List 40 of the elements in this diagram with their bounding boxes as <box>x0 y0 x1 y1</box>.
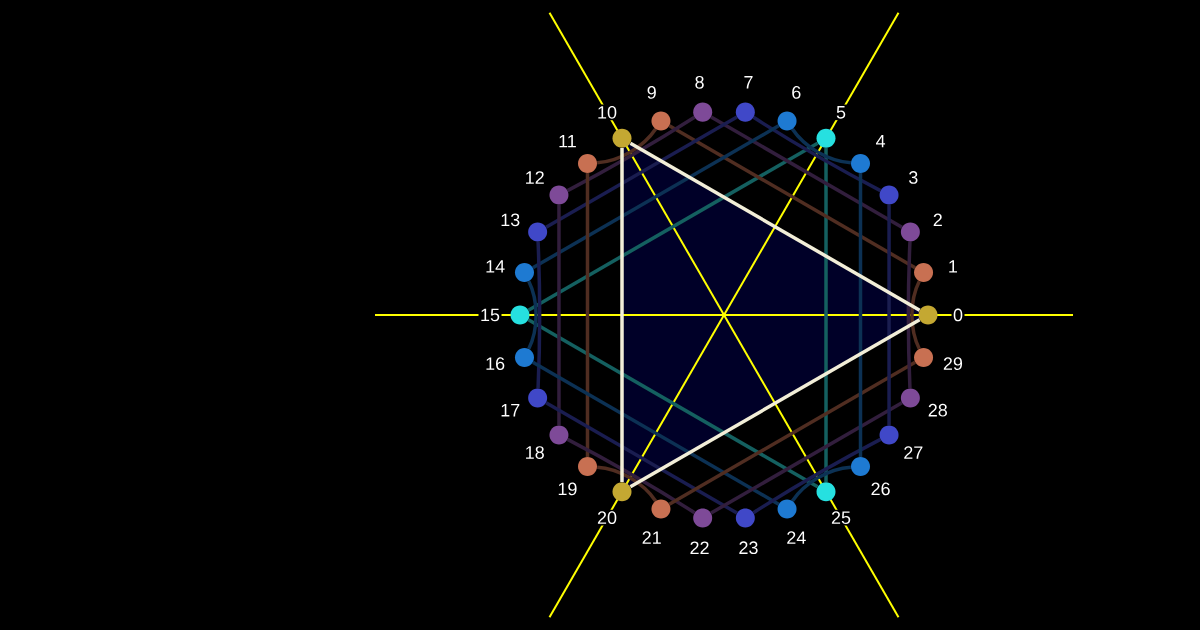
chord-line <box>566 115 696 193</box>
number-label: 26 <box>869 481 893 497</box>
chord-line <box>545 401 738 515</box>
chord-line <box>910 280 921 350</box>
chord-line <box>527 280 538 350</box>
number-label: 28 <box>926 402 950 419</box>
chord-line <box>752 437 882 515</box>
number-label: 10 <box>595 104 619 121</box>
number-label: 15 <box>478 307 502 323</box>
chord-line <box>527 141 819 312</box>
chord-line <box>536 241 542 389</box>
chord-line <box>668 124 917 270</box>
chord-line <box>629 141 921 312</box>
chord-line <box>668 360 917 506</box>
chord-line <box>566 437 696 515</box>
chord-line <box>629 318 921 489</box>
number-label: 8 <box>693 74 707 91</box>
chord-line <box>906 241 912 389</box>
chord-line <box>710 401 903 515</box>
chord-line <box>585 173 590 457</box>
chord-line <box>710 115 903 229</box>
chord-line <box>557 204 561 426</box>
chord-line <box>545 115 738 229</box>
chord-line <box>532 124 780 270</box>
chord-line <box>597 465 657 502</box>
chord-line <box>791 128 852 165</box>
chord-line <box>532 360 780 506</box>
chord-line <box>620 148 624 482</box>
number-label: 19 <box>555 481 579 497</box>
chord-line <box>791 465 852 502</box>
number-label: 17 <box>498 402 522 418</box>
number-label: 4 <box>874 133 888 149</box>
chord-line <box>858 173 863 457</box>
chord-line <box>597 128 657 165</box>
number-label: 2 <box>931 212 945 228</box>
chord-line <box>887 204 891 426</box>
chord-line <box>527 318 819 489</box>
chord-line <box>752 115 882 193</box>
chord-line <box>824 148 828 482</box>
number-label: 11 <box>556 133 579 149</box>
